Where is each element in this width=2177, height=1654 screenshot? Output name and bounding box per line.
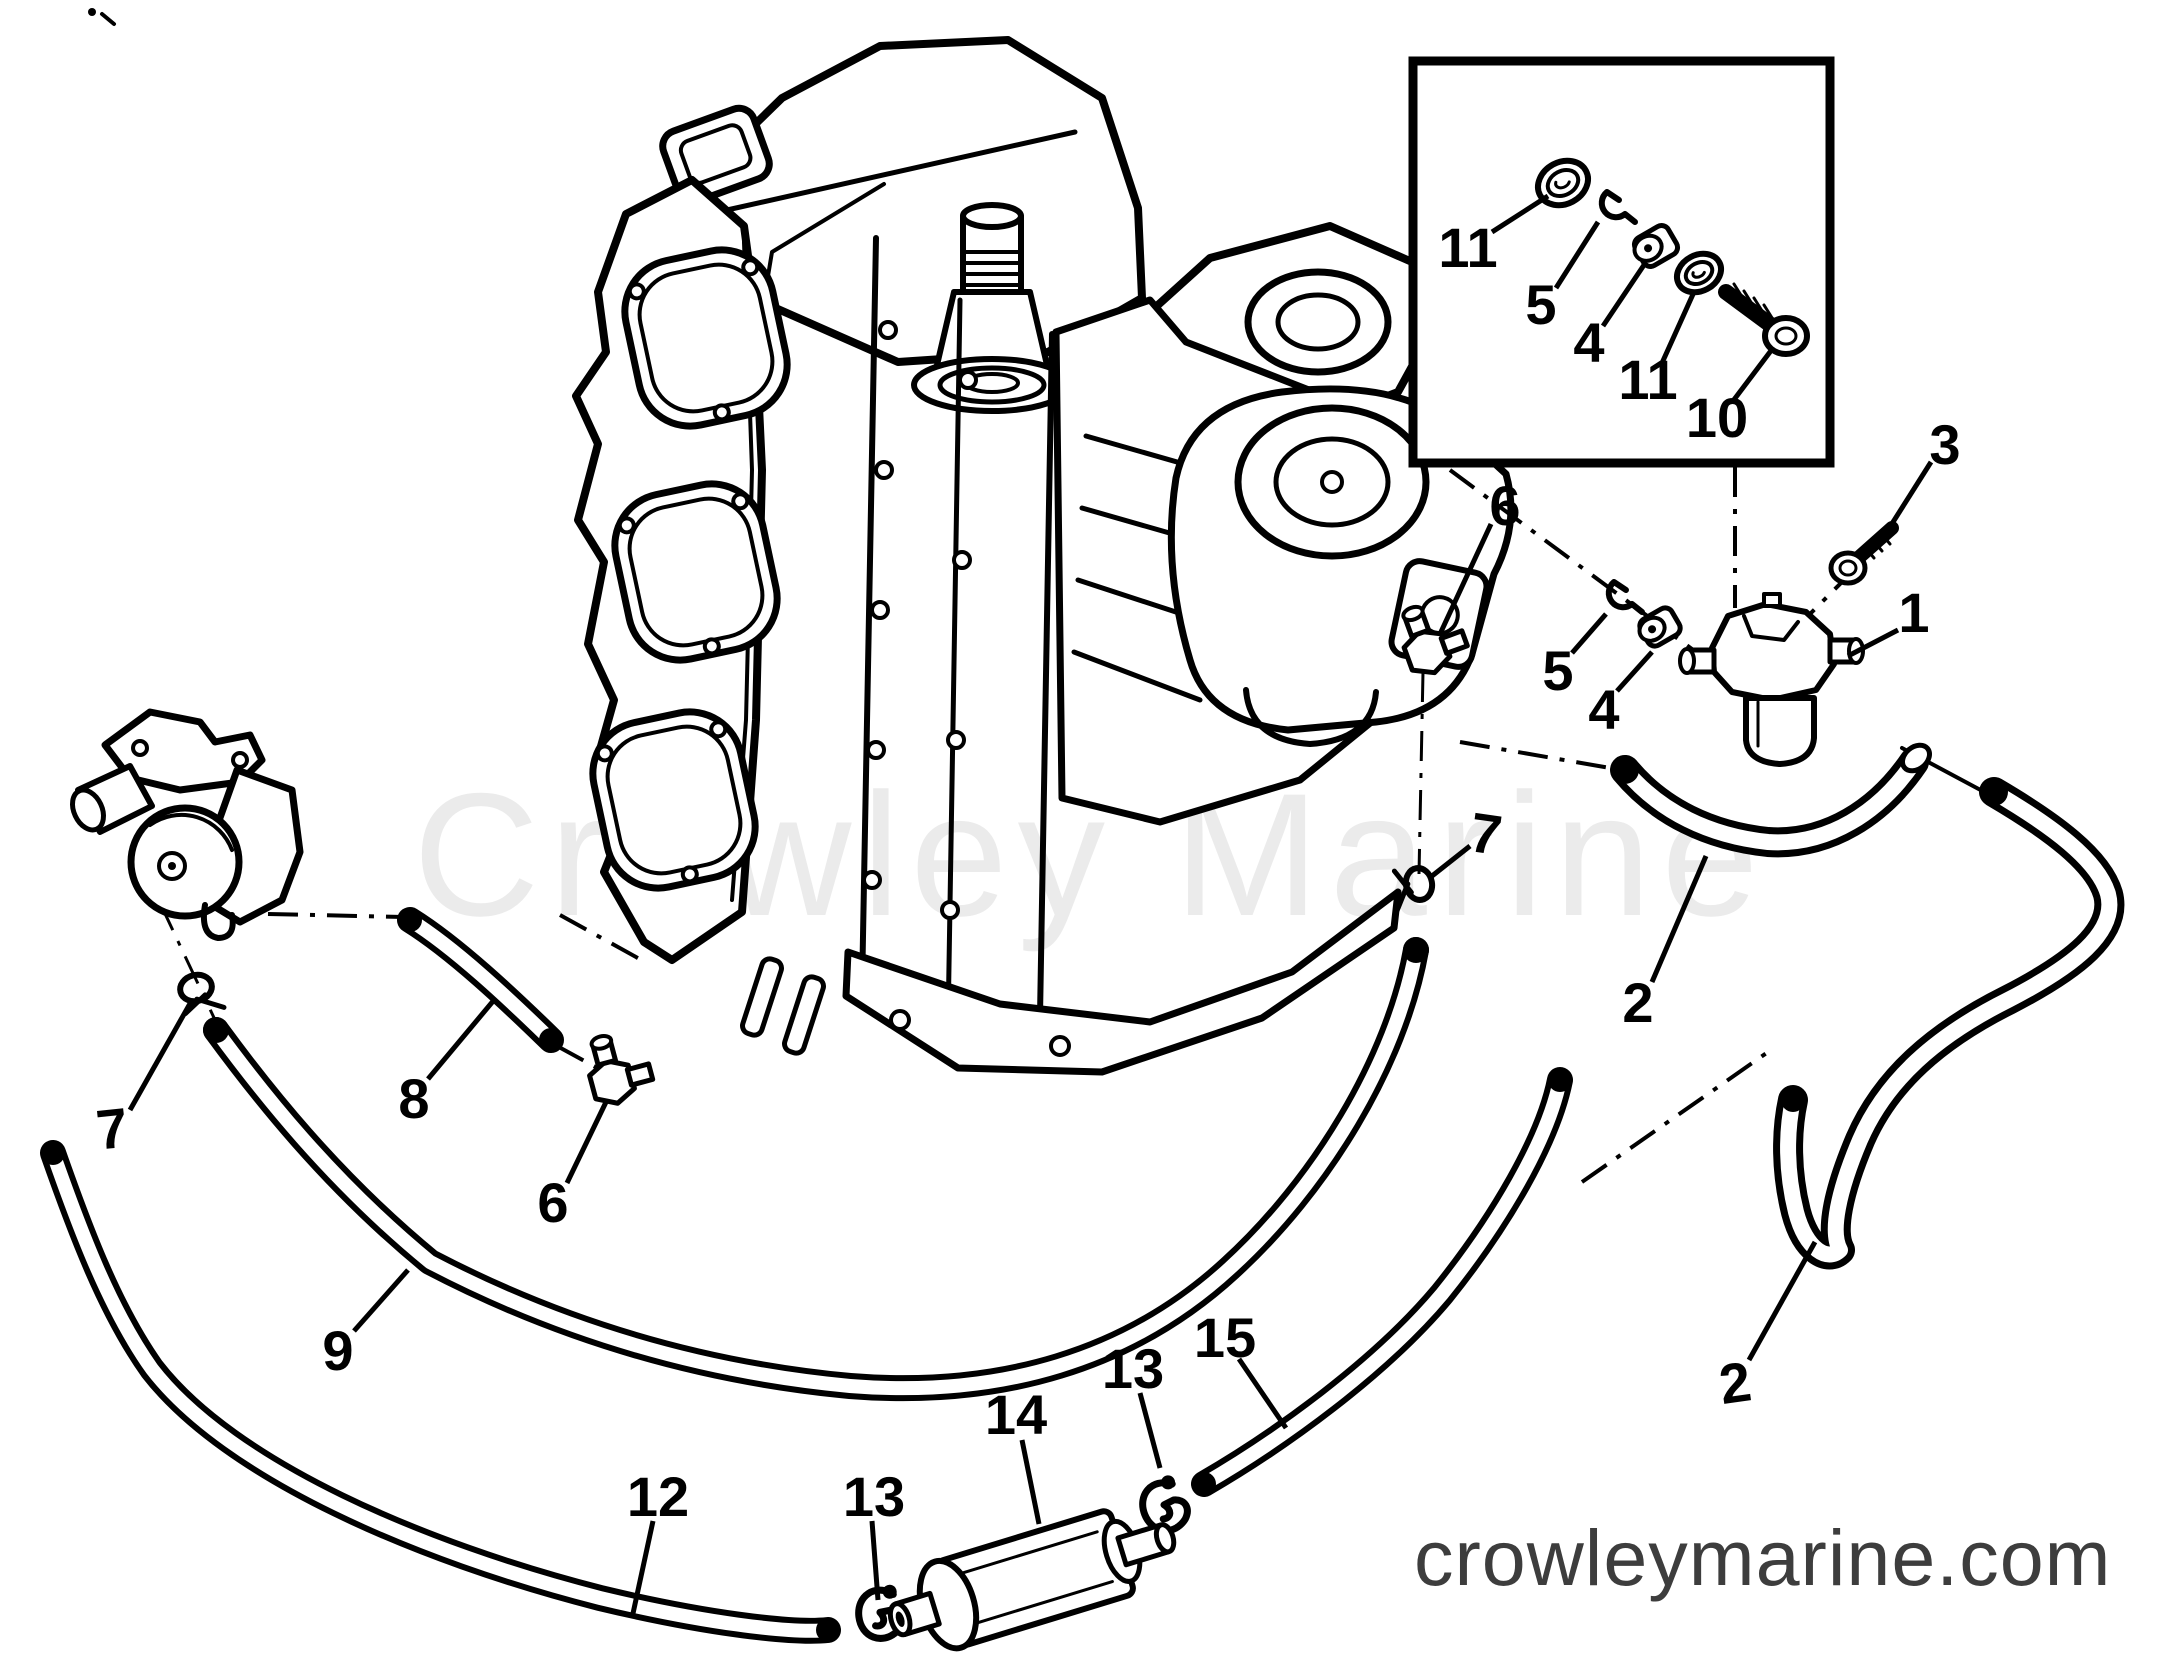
- callout-label-11: 11: [1438, 216, 1497, 279]
- callout-label-4: 4: [1573, 311, 1604, 374]
- callout-leader-15: [1236, 1357, 1289, 1430]
- callout-leader-13: [869, 1520, 881, 1601]
- callout-leader-10: [1731, 346, 1775, 403]
- callout-label-1: 1: [1898, 581, 1929, 644]
- callout-leader-14: [1019, 1439, 1042, 1525]
- callout-label-7: 7: [93, 1096, 131, 1162]
- clip-5-right: [1605, 579, 1645, 615]
- callout-label-2: 2: [1622, 971, 1653, 1034]
- callout-leader-6: [1437, 522, 1494, 636]
- callout-label-5: 5: [1542, 639, 1573, 702]
- stray-mark: [88, 8, 116, 26]
- fuel-pump-drawing: [70, 708, 304, 941]
- site-credit-text: crowleymarine.com: [1414, 1513, 2112, 1602]
- callout-leader-2: [1649, 855, 1709, 983]
- callout-leader-6: [564, 1098, 610, 1185]
- fuel-filter-14-drawing: [887, 1508, 1177, 1652]
- callout-label-6: 6: [537, 1171, 568, 1234]
- callout-leader-13: [1137, 1392, 1163, 1469]
- callout-leader-1: [1846, 627, 1900, 659]
- callout-leader-4: [1615, 650, 1654, 693]
- callout-label-14: 14: [985, 1383, 1047, 1446]
- callout-leader-9: [352, 1268, 410, 1333]
- callout-label-4: 4: [1588, 678, 1619, 741]
- clip-7-right: [1391, 865, 1436, 913]
- callout-leader-12: [629, 1520, 656, 1619]
- fitting-6-left: [587, 1034, 656, 1106]
- engine-powerhead-drawing: [572, 36, 1515, 1076]
- callout-label-5: 5: [1525, 273, 1556, 336]
- callout-leader-8: [426, 998, 496, 1081]
- callout-label-6: 6: [1489, 474, 1520, 537]
- callout-label-13: 13: [843, 1465, 905, 1528]
- fuel-hoses: [40, 742, 2125, 1644]
- hose-end-tips: [41, 756, 2008, 1642]
- callout-leader-7: [127, 998, 195, 1112]
- callout-label-15: 15: [1194, 1306, 1256, 1369]
- hose-15: [1191, 1067, 1573, 1497]
- callout-leader-4: [1600, 260, 1649, 328]
- callout-leader-5: [1570, 612, 1608, 655]
- callout-leader-3: [1885, 460, 1934, 532]
- callout-label-13: 13: [1102, 1337, 1164, 1400]
- callout-label-8: 8: [398, 1067, 429, 1130]
- callout-leader-11: [1659, 290, 1697, 365]
- callout-label-3: 3: [1929, 413, 1960, 476]
- fuel-connector-1-drawing: [1678, 592, 1865, 767]
- callout-leader-5: [1553, 220, 1601, 290]
- callout-label-10: 10: [1686, 386, 1748, 449]
- callout-leader-7: [1430, 844, 1472, 878]
- callout-leader-11: [1490, 193, 1550, 235]
- callout-label-9: 9: [322, 1319, 353, 1382]
- fitting-6-right: [1401, 604, 1470, 676]
- bolt-3-drawing: [1828, 521, 1899, 586]
- callout-label-11: 11: [1618, 348, 1677, 411]
- grommet-4-right: [1637, 605, 1683, 649]
- clamp-13-b: [1139, 1475, 1191, 1534]
- inset-detail-box: [1408, 56, 1835, 468]
- callout-label-12: 12: [627, 1465, 689, 1528]
- callout-leader-2: [1746, 1240, 1818, 1362]
- bolt-10-drawing: [1718, 282, 1810, 357]
